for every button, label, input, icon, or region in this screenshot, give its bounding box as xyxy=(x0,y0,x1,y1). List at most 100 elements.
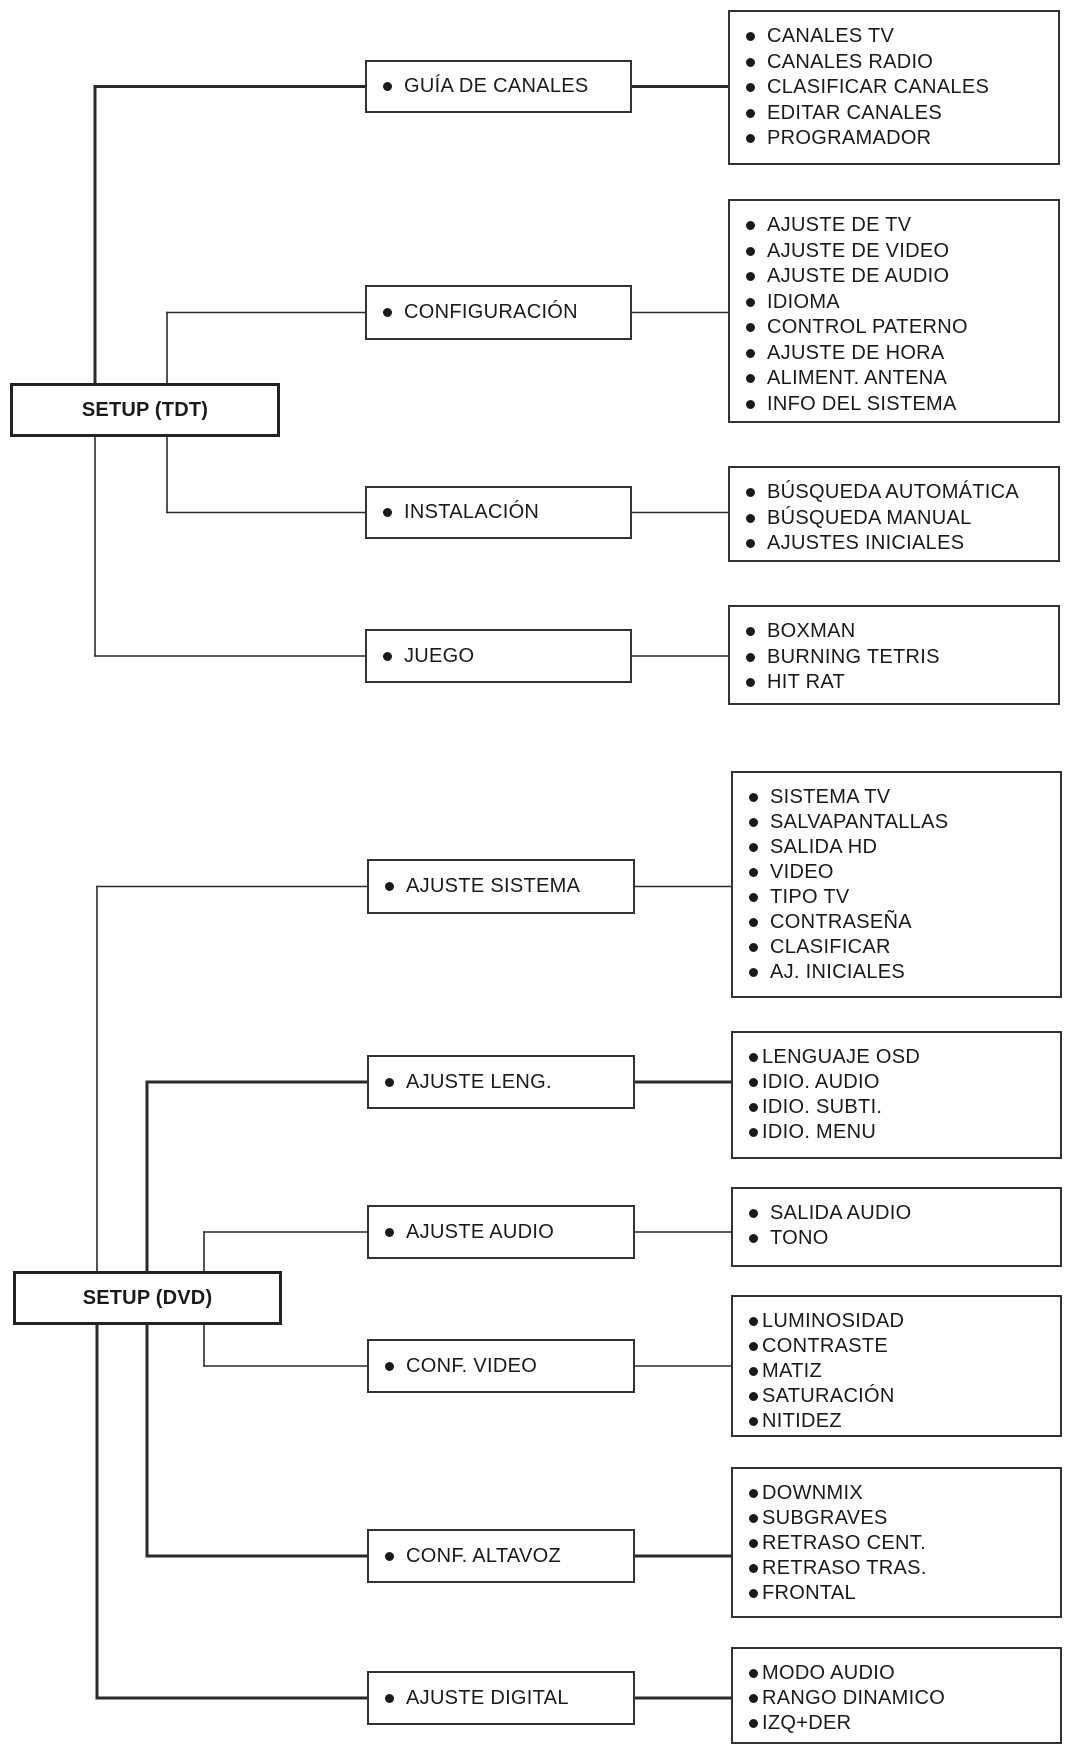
bullet-icon xyxy=(749,1589,758,1598)
bullet-icon xyxy=(746,348,755,358)
root-box-1: SETUP (DVD) xyxy=(13,1271,282,1325)
bullet-icon xyxy=(749,943,758,952)
bullet-icon xyxy=(749,1342,758,1351)
submenu-item-label: AJUSTE DE HORA xyxy=(767,341,945,364)
menu-label: INSTALACIÓN xyxy=(404,501,540,523)
submenu-item: IDIOMA xyxy=(746,290,1044,316)
submenu-item-label: ALIMENT. ANTENA xyxy=(767,367,948,390)
submenu-item: CANALES RADIO xyxy=(746,50,1044,76)
submenu-item-label: BOXMAN xyxy=(767,620,856,643)
bullet-icon xyxy=(749,1367,758,1376)
menu-box: INSTALACIÓN xyxy=(365,486,632,539)
bullet-icon xyxy=(749,1669,758,1678)
submenu-item: RETRASO CENT. xyxy=(749,1531,1046,1556)
bullet-icon xyxy=(383,308,392,317)
submenu-item: EDITAR CANALES xyxy=(746,101,1044,127)
menu-box: CONF. VIDEO xyxy=(367,1339,635,1393)
bullet-icon xyxy=(746,488,755,498)
submenu-item-label: LUMINOSIDAD xyxy=(762,1310,905,1332)
bullet-icon xyxy=(749,1078,758,1087)
bullet-icon xyxy=(746,513,755,523)
bullet-icon xyxy=(746,134,755,144)
submenu-item-label: AJUSTES INICIALES xyxy=(767,532,965,555)
bullet-icon xyxy=(746,323,755,333)
submenu-item: RETRASO TRAS. xyxy=(749,1556,1046,1581)
submenu-item: BURNING TETRIS xyxy=(746,645,1044,671)
submenu-item: AJUSTES INICIALES xyxy=(746,531,1044,557)
menu-label: GUÍA DE CANALES xyxy=(404,75,589,97)
submenu-item-label: EDITAR CANALES xyxy=(767,101,942,124)
submenu-item: AJUSTE DE TV xyxy=(746,213,1044,239)
submenu-list: SALIDA AUDIO TONO xyxy=(749,1201,1046,1251)
submenu-item-label: LENGUAJE OSD xyxy=(762,1046,921,1068)
submenu-item: AJ. INICIALES xyxy=(749,960,1046,985)
submenu-item-label: SALIDA HD xyxy=(770,836,878,858)
bullet-icon xyxy=(385,1693,394,1703)
submenu-box: SALIDA AUDIO TONO xyxy=(731,1187,1062,1267)
bullet-icon xyxy=(749,1489,758,1498)
bullet-icon xyxy=(746,627,755,637)
bullet-icon xyxy=(746,539,755,549)
submenu-item-label: AJ. INICIALES xyxy=(770,961,906,983)
submenu-item: CANALES TV xyxy=(746,24,1044,50)
submenu-item: IZQ+DER xyxy=(749,1711,1046,1736)
submenu-item-label: VIDEO xyxy=(770,861,834,883)
submenu-item-label: NITIDEZ xyxy=(762,1410,842,1432)
submenu-item: IDIO. SUBTI. xyxy=(749,1095,1046,1120)
bullet-icon xyxy=(385,882,394,891)
bullet-icon xyxy=(749,1053,758,1062)
menu-box: AJUSTE DIGITAL xyxy=(367,1671,635,1725)
submenu-item: DOWNMIX xyxy=(749,1481,1046,1506)
bullet-icon xyxy=(749,818,758,827)
bullet-icon xyxy=(749,1209,758,1218)
bullet-icon xyxy=(749,1564,758,1573)
submenu-item-label: CLASIFICAR CANALES xyxy=(767,76,990,99)
menu-box: AJUSTE AUDIO xyxy=(367,1205,635,1259)
submenu-item-label: AJUSTE DE AUDIO xyxy=(767,265,950,288)
submenu-item-label: BÚSQUEDA AUTOMÁTICA xyxy=(767,481,1020,504)
menu-label: AJUSTE AUDIO xyxy=(406,1220,555,1243)
bullet-icon xyxy=(746,678,755,688)
bullet-icon xyxy=(746,374,755,384)
root-label: SETUP (DVD) xyxy=(82,1286,213,1309)
bullet-icon xyxy=(746,399,755,409)
submenu-item: HIT RAT xyxy=(746,670,1044,696)
submenu-item-label: CONTROL PATERNO xyxy=(767,316,968,339)
bullet-icon xyxy=(749,868,758,877)
submenu-item: NITIDEZ xyxy=(749,1409,1046,1434)
bullet-icon xyxy=(385,1077,394,1087)
bullet-icon xyxy=(749,1234,758,1243)
submenu-item: CONTRASEÑA xyxy=(749,910,1046,935)
submenu-item: CONTROL PATERNO xyxy=(746,315,1044,341)
bullet-icon xyxy=(749,1514,758,1523)
submenu-item-label: RANGO DINAMICO xyxy=(762,1687,946,1709)
bullet-icon xyxy=(749,1417,758,1426)
menu-box: CONFIGURACIÓN xyxy=(365,285,632,340)
root-box-0: SETUP (TDT) xyxy=(10,383,280,437)
submenu-item-label: PROGRAMADOR xyxy=(767,127,932,150)
submenu-item-label: SALIDA AUDIO xyxy=(770,1202,912,1224)
menu-label: CONF. ALTAVOZ xyxy=(406,1544,562,1567)
submenu-item-label: FRONTAL xyxy=(762,1582,856,1604)
bullet-icon xyxy=(749,1317,758,1326)
submenu-item-label: IDIO. SUBTI. xyxy=(762,1096,883,1118)
submenu-item: CONTRASTE xyxy=(749,1334,1046,1359)
bullet-icon xyxy=(383,651,392,661)
submenu-item: VIDEO xyxy=(749,860,1046,885)
submenu-item: CLASIFICAR xyxy=(749,935,1046,960)
menu-box: JUEGO xyxy=(365,629,632,683)
submenu-item: SATURACIÓN xyxy=(749,1384,1046,1409)
submenu-item: SALIDA AUDIO xyxy=(749,1201,1046,1226)
submenu-item-label: RETRASO CENT. xyxy=(762,1532,926,1554)
submenu-item-label: TONO xyxy=(770,1227,829,1249)
